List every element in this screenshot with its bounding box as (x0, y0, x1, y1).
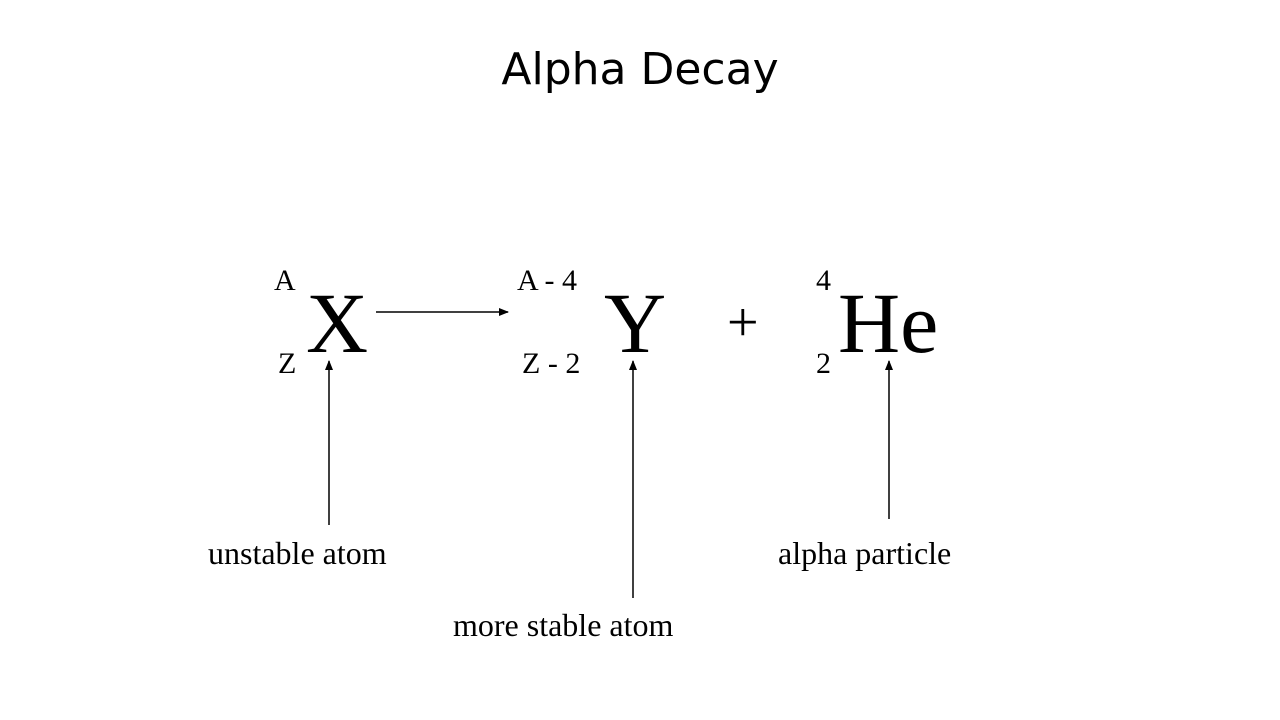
particle-mass-number: 4 (816, 264, 831, 297)
parent-symbol: X (306, 275, 369, 371)
daughter-atomic-number: Z - 2 (522, 347, 581, 380)
parent-atomic-number: Z (278, 347, 297, 380)
parent-label: unstable atom (208, 535, 387, 571)
daughter-mass-number: A - 4 (517, 264, 577, 297)
parent-mass-number: A (274, 264, 296, 297)
plus-sign: + (727, 292, 759, 354)
daughter-symbol: Y (604, 275, 667, 371)
page-title: Alpha Decay (501, 44, 779, 95)
particle-atomic-number: 2 (816, 347, 831, 380)
daughter-label: more stable atom (453, 607, 674, 643)
particle-label: alpha particle (778, 535, 952, 571)
particle-symbol: He (838, 275, 939, 371)
